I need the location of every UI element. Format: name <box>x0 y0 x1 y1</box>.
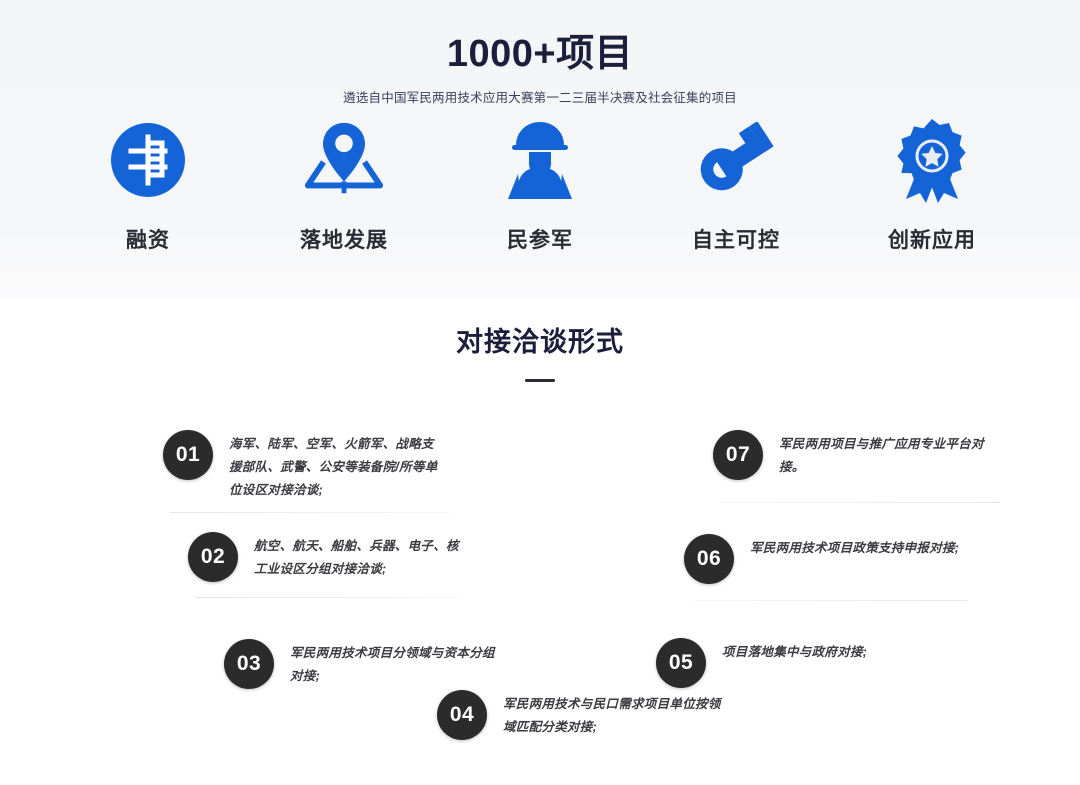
item-divider <box>170 512 452 513</box>
feature-label: 融资 <box>126 229 170 252</box>
feature-item-civil-military[interactable]: 民参军 <box>475 118 605 254</box>
award-ribbon-star-icon <box>890 118 974 203</box>
list-item[interactable]: 06 军民两用技术项目政策支持申报对接; <box>684 534 984 584</box>
feature-label: 自主可控 <box>692 229 780 252</box>
map-location-pin-icon <box>302 118 386 202</box>
feature-label: 创新应用 <box>888 229 976 252</box>
feature-icon-row: 融资 落地发展 <box>0 118 1080 254</box>
item-text: 航空、航天、船舶、兵器、电子、核工业设区分组对接洽谈; <box>254 539 459 577</box>
page-title: 1000+项目 <box>446 33 634 75</box>
feature-item-financing[interactable]: 融资 <box>83 118 213 254</box>
feature-label: 民参军 <box>507 229 573 252</box>
list-item[interactable]: 05 项目落地集中与政府对接; <box>656 638 976 688</box>
item-divider <box>720 502 1000 503</box>
item-text: 军民两用项目与推广应用专业平台对接。 <box>779 437 984 475</box>
key-icon <box>694 118 778 202</box>
hero-banner: 1000+项目 遴选自中国军民两用技术应用大赛第一二三届半决赛及社会征集的项目 <box>0 0 1080 298</box>
list-item[interactable]: 07 军民两用项目与推广应用专业平台对接。 <box>713 430 1013 480</box>
item-number-badge: 05 <box>656 638 706 688</box>
item-text: 军民两用技术与民口需求项目单位按领域匹配分类对接; <box>503 697 721 735</box>
list-item[interactable]: 03 军民两用技术项目分领域与资本分组对接; <box>224 639 504 689</box>
item-divider <box>196 597 461 598</box>
financing-coin-icon <box>106 118 190 202</box>
item-number-badge: 07 <box>713 430 763 480</box>
item-text: 军民两用技术项目分领域与资本分组对接; <box>290 646 495 684</box>
item-text: 海军、陆军、空军、火箭军、战略支援部队、武警、公安等装备院/所等单位设区对接洽谈… <box>229 437 438 498</box>
business-meeting-roundtable-illustration <box>408 770 676 785</box>
negotiation-section: 对接洽谈形式 <box>0 298 1080 785</box>
title-divider <box>525 379 555 382</box>
list-item[interactable]: 02 航空、航天、船舶、兵器、电子、核工业设区分组对接洽谈; <box>188 532 468 582</box>
item-number-badge: 02 <box>188 532 238 582</box>
page-subtitle: 遴选自中国军民两用技术应用大赛第一二三届半决赛及社会征集的项目 <box>343 91 737 105</box>
feature-item-landing[interactable]: 落地发展 <box>279 118 409 254</box>
soldier-helmet-person-icon <box>498 118 582 202</box>
item-text: 军民两用技术项目政策支持申报对接; <box>750 541 960 555</box>
feature-label: 落地发展 <box>300 229 388 252</box>
item-number-badge: 03 <box>224 639 274 689</box>
item-number-badge: 01 <box>163 430 213 480</box>
item-number-badge: 06 <box>684 534 734 584</box>
section-title: 对接洽谈形式 <box>456 327 624 357</box>
item-text: 项目落地集中与政府对接; <box>722 645 868 659</box>
feature-item-autonomy[interactable]: 自主可控 <box>671 118 801 254</box>
list-item[interactable]: 04 军民两用技术与民口需求项目单位按领域匹配分类对接; <box>437 690 727 740</box>
item-number-badge: 04 <box>437 690 487 740</box>
items-board: 01 海军、陆军、空军、火箭军、战略支援部队、武警、公安等装备院/所等单位设区对… <box>0 382 1080 785</box>
item-divider <box>692 600 967 601</box>
feature-item-innovation[interactable]: 创新应用 <box>867 118 997 254</box>
list-item[interactable]: 01 海军、陆军、空军、火箭军、战略支援部队、武警、公安等装备院/所等单位设区对… <box>163 430 463 502</box>
